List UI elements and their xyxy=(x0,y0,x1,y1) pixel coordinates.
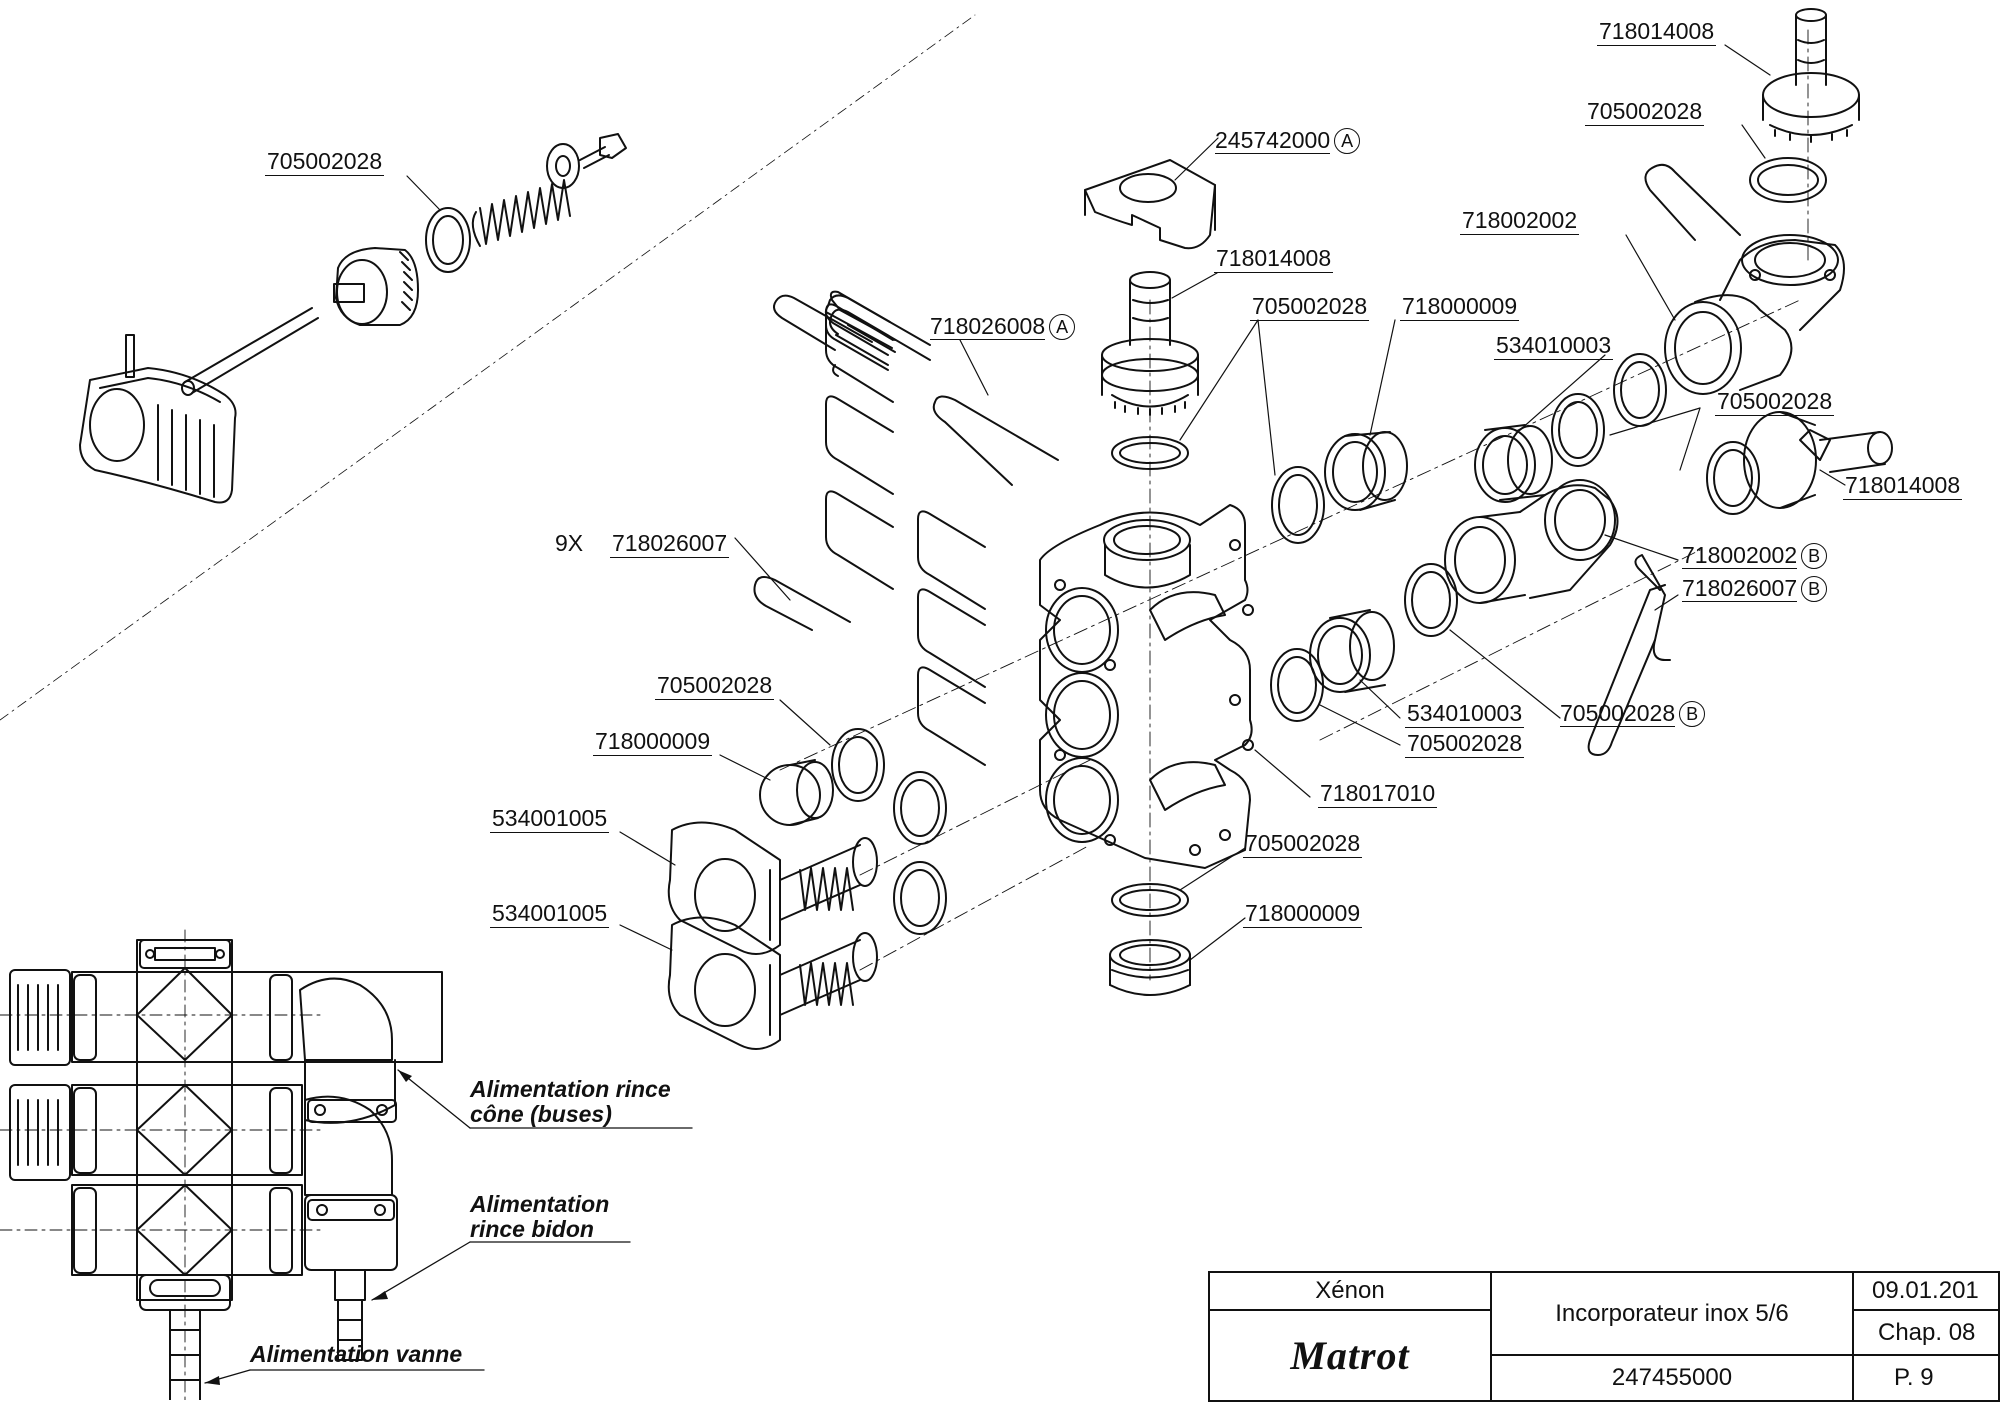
staple-column-left xyxy=(825,303,894,590)
staple-718026008 xyxy=(932,395,1059,486)
staple-718026007-b xyxy=(1587,584,1666,756)
label-705002028-top: 705002028 xyxy=(265,148,385,176)
note-rince-cone-line1: Alimentation rince xyxy=(470,1076,671,1102)
o-ring-705002028-b xyxy=(1404,563,1458,637)
elbow-718002002-top xyxy=(1664,234,1845,395)
plug-534010003-lower xyxy=(1309,609,1395,693)
note-rince-bidon-line2: rince bidon xyxy=(470,1216,594,1242)
valve-534001005-b xyxy=(667,916,878,1050)
label-718000009-left: 718000009 xyxy=(593,728,713,756)
construction-line xyxy=(0,14,976,721)
label-718026007: 718026007 xyxy=(610,530,730,558)
plug-718000009-mid xyxy=(1324,431,1408,511)
title-page: P. 9 xyxy=(1852,1354,2000,1402)
label-534010003-upper: 534010003 xyxy=(1494,332,1614,360)
label-705002028-lower: 705002028 xyxy=(1405,730,1525,758)
label-705002028-b-text: 705002028 xyxy=(1560,700,1676,727)
note-vanne: Alimentation vanne xyxy=(250,1341,463,1367)
note-rince-cone-line2: cône (buses) xyxy=(470,1101,612,1127)
label-705002028-right: 705002028 xyxy=(1715,388,1835,416)
o-ring-mid xyxy=(1271,466,1325,544)
brand-logo-cell: Matrot xyxy=(1208,1309,1492,1402)
label-534001005-b: 534001005 xyxy=(490,900,610,928)
arrowheads xyxy=(205,1070,412,1385)
valve-handle-assembly xyxy=(79,133,627,504)
title-block: Xénon Incorporateur inox 5/6 09.01.201 M… xyxy=(1208,1271,2000,1402)
label-718026007-b-text: 718026007 xyxy=(1682,575,1798,602)
staple-718026007 xyxy=(753,575,851,631)
plug-534010003-upper xyxy=(1474,424,1553,503)
valve-534001005-a xyxy=(667,821,878,955)
note-leaders xyxy=(204,1069,693,1384)
bracket xyxy=(1084,159,1216,250)
label-718017010: 718017010 xyxy=(1318,780,1438,808)
label-718014008-right: 718014008 xyxy=(1843,472,1963,500)
label-705002028-bottom: 705002028 xyxy=(1243,830,1363,858)
label-718014008-top-right: 718014008 xyxy=(1597,18,1717,46)
ref-circle-b: B xyxy=(1801,543,1828,569)
staple-lower-right xyxy=(1634,554,1671,661)
title-model: Xénon xyxy=(1208,1271,1492,1311)
label-245742000-text: 245742000 xyxy=(1215,127,1331,154)
hose-fitting-top-right xyxy=(1762,8,1860,143)
label-718000009-mid: 718000009 xyxy=(1400,293,1520,321)
o-ring-705002028-lo xyxy=(1270,648,1324,722)
leader-lines xyxy=(406,44,1846,961)
ref-circle-b-2: B xyxy=(1801,576,1828,602)
manifold-body xyxy=(1039,504,1254,869)
axis-lines xyxy=(779,29,1809,981)
ref-circle-b-3: B xyxy=(1679,701,1706,727)
staple-column-right xyxy=(917,510,986,766)
label-718002002-b-text: 718002002 xyxy=(1682,542,1798,569)
label-705002028-top-right: 705002028 xyxy=(1585,98,1705,126)
note-rince-bidon-line1: Alimentation xyxy=(470,1191,610,1217)
title-description: Incorporateur inox 5/6 xyxy=(1490,1271,1854,1356)
label-705002028-mid: 705002028 xyxy=(1250,293,1370,321)
ref-circle-a-2: A xyxy=(1049,314,1076,340)
plug-718000009-left xyxy=(759,759,834,826)
label-718026008-text: 718026008 xyxy=(930,313,1046,340)
staple-top-right xyxy=(1644,163,1741,241)
o-ring-right-a xyxy=(1551,393,1605,467)
label-705002028-left: 705002028 xyxy=(655,672,775,700)
ref-circle-a: A xyxy=(1334,128,1361,154)
label-534010003-lower: 534010003 xyxy=(1405,700,1525,728)
brand-logo: Matrot xyxy=(1290,1333,1410,1378)
hose-fitting-right xyxy=(1706,411,1893,515)
title-block-table: Xénon Incorporateur inox 5/6 09.01.201 M… xyxy=(1208,1271,2000,1402)
label-718000009-bottom: 718000009 xyxy=(1243,900,1363,928)
label-718002002: 718002002 xyxy=(1460,207,1580,235)
o-ring-left xyxy=(831,728,885,802)
label-718014008-mid: 718014008 xyxy=(1214,245,1334,273)
title-reference: 247455000 xyxy=(1490,1354,1854,1402)
o-ring-top-right xyxy=(1749,157,1827,203)
assembled-view xyxy=(0,929,443,1400)
elbow-718002002-lower xyxy=(1444,479,1619,604)
label-534001005-a: 534001005 xyxy=(490,805,610,833)
title-chapter: Chap. 08 xyxy=(1852,1309,2000,1356)
title-date: 09.01.201 xyxy=(1852,1271,2000,1311)
label-9x-qty: 9X xyxy=(555,530,584,556)
